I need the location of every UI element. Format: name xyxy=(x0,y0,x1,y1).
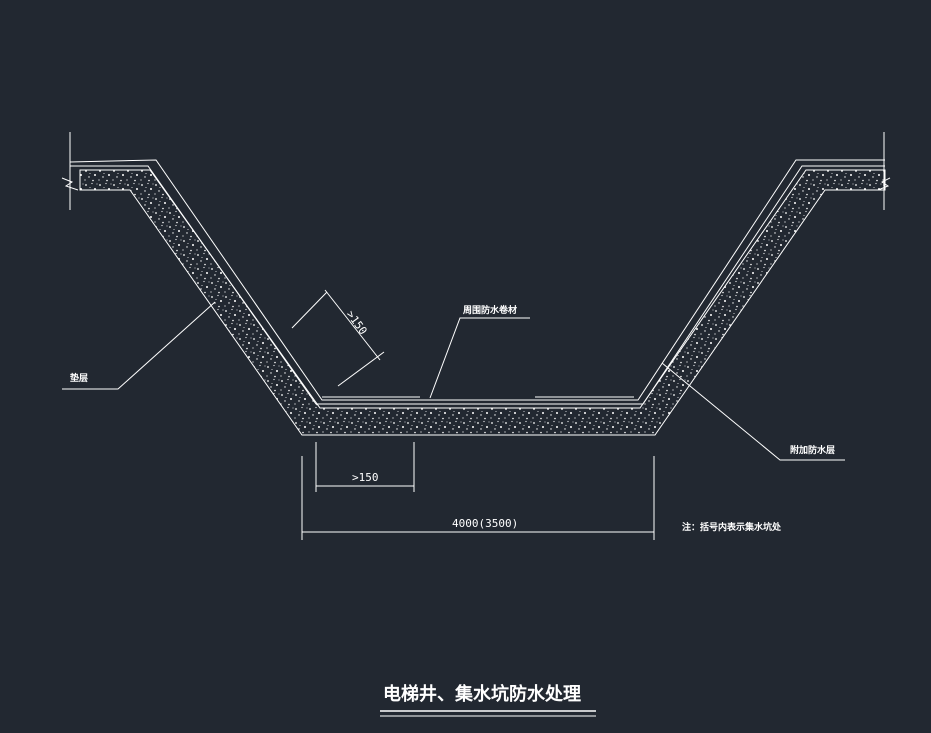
perimeter-membrane-label: 周围防水卷材 xyxy=(463,304,517,316)
cushion-label: 垫层 xyxy=(70,372,88,384)
slope-dim-tick xyxy=(324,289,381,361)
total-width-label: 4000(3500) xyxy=(452,517,518,530)
bottom-dimension-label: >150 xyxy=(352,471,379,484)
slope-dim-line xyxy=(291,291,328,329)
slope-dim-line-2 xyxy=(337,351,385,387)
perimeter-membrane-leader xyxy=(429,317,530,399)
note-text: 注：括号内表示集水坑处 xyxy=(682,521,782,533)
slope-dimension-label: >150 xyxy=(344,308,370,337)
waterproof-membrane-line-2 xyxy=(69,159,885,401)
concrete-cushion-layer xyxy=(79,169,886,436)
additional-layer-label: 附加防水层 xyxy=(790,444,835,456)
waterproof-membrane-line-1 xyxy=(70,165,885,405)
right-break-symbol xyxy=(877,177,891,191)
left-break-symbol xyxy=(61,177,79,191)
cushion-leader xyxy=(62,301,216,390)
additional-layer-leader xyxy=(661,362,845,461)
drawing-title: 电梯井、集水坑防水处理 xyxy=(383,683,581,705)
